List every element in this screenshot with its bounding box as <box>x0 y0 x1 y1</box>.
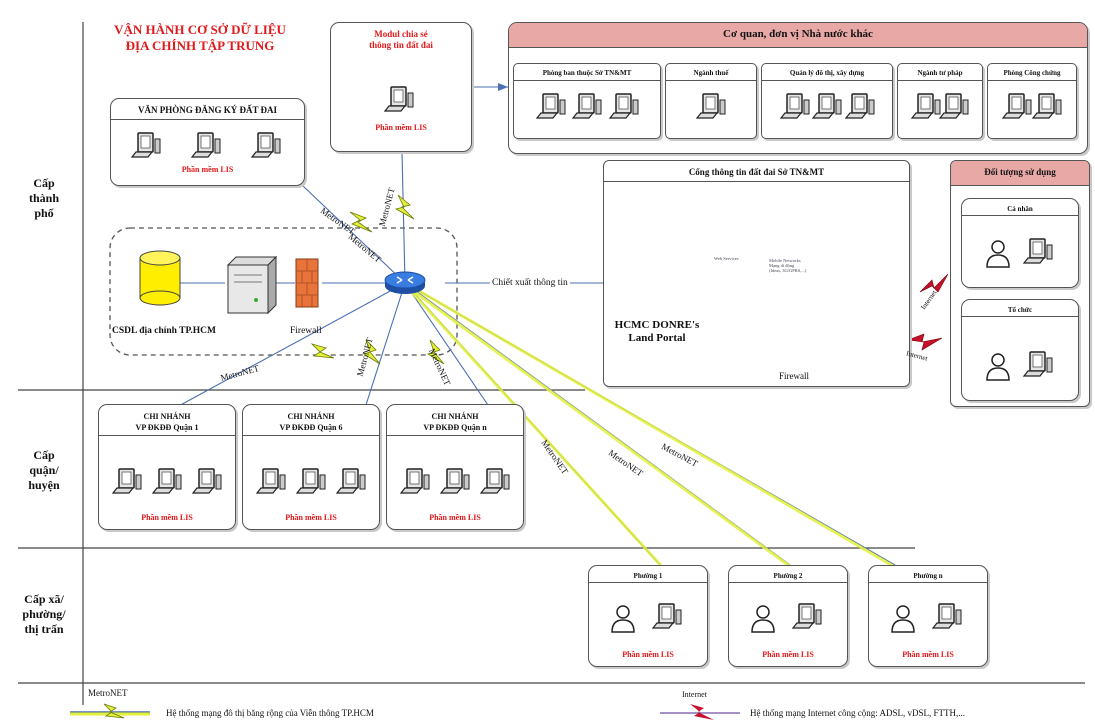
agency-title-1: Phòng ban thuộc Sở TN&MT <box>542 69 632 77</box>
agency-divider-4 <box>898 80 982 81</box>
agency-computers-icon-1 <box>536 93 639 119</box>
branch-computers-icon-1 <box>112 468 222 494</box>
agency-divider-3 <box>762 80 892 81</box>
agency-computers-icon-4 <box>911 93 969 119</box>
ward-divider-2 <box>729 582 847 583</box>
agency-divider-1 <box>514 80 660 81</box>
modul-computer-icon <box>384 86 414 112</box>
organization-label: Tổ chức <box>1007 306 1033 314</box>
vpdk-title: VĂN PHÒNG ĐĂNG KÝ ĐẤT ĐAI <box>137 105 278 115</box>
branch-computers-icon-3 <box>400 468 510 494</box>
ward-user-computer-icon-1 <box>611 603 682 633</box>
agency-title-3: Quản lý đô thị, xây dựng <box>789 69 865 77</box>
branch-title-2: CHI NHÁNH VP ĐKĐĐ Quận 6 <box>243 411 379 433</box>
organization-user-computer-icon <box>986 351 1053 381</box>
ward-title-2: Phường 2 <box>773 572 803 580</box>
ward-box-3: Phường n Phần mềm LIS <box>868 565 988 667</box>
agency-box-4: Ngành tư pháp <box>897 63 983 139</box>
branch-title-line2-2: VP ĐKĐĐ Quận 6 <box>279 423 343 432</box>
agency-computers-icon-5 <box>1002 93 1062 119</box>
branch-title-line1-1: CHI NHÁNH <box>143 412 191 421</box>
user-individual-box: Cá nhân <box>961 198 1079 288</box>
diagram-title: VẬN HÀNH CƠ SỞ DỮ LIỆU ĐỊA CHÍNH TẬP TRU… <box>114 22 286 53</box>
branch-divider-3 <box>387 435 523 436</box>
export-info-label: Chiết xuất thông tin <box>490 278 570 288</box>
agency-title-4: Ngành tư pháp <box>917 69 963 77</box>
central-database-icon <box>139 250 181 306</box>
branch-software-label-2: Phần mềm LIS <box>285 513 337 522</box>
user-organization-box: Tổ chức <box>961 299 1079 401</box>
ward-software-label-2: Phần mềm LIS <box>762 650 814 659</box>
central-firewall-label: Firewall <box>290 326 322 336</box>
modul-software-label: Phần mềm LIS <box>375 123 427 132</box>
central-database-label: CSDL địa chính TP.HCM <box>112 326 217 336</box>
level-label-ward: Cấp xã/phường/thị trấn <box>22 592 66 636</box>
users-group: Đối tượng sử dụng Cá nhân Tổ chức <box>950 160 1090 407</box>
central-router-icon <box>384 271 426 295</box>
agencies-title: Cơ quan, đơn vị Nhà nước khác <box>723 28 873 40</box>
branch-computers-icon-2 <box>256 468 366 494</box>
agency-computers-icon-2 <box>696 93 726 119</box>
branch-title-line2-1: VP ĐKĐĐ Quận 1 <box>135 423 199 432</box>
branch-divider-1 <box>99 435 235 436</box>
ward-title-1: Phường 1 <box>633 572 663 580</box>
legend-metronet-icon <box>70 703 150 719</box>
ward-user-computer-icon-2 <box>751 603 822 633</box>
agency-title-5: Phòng Công chứng <box>1003 69 1061 77</box>
users-title: Đối tượng sử dụng <box>984 167 1056 177</box>
agency-divider-2 <box>666 80 756 81</box>
agency-box-3: Quản lý đô thị, xây dựng <box>761 63 893 139</box>
central-firewall-icon <box>295 258 319 308</box>
agency-divider-5 <box>988 80 1076 81</box>
branch-divider-2 <box>243 435 379 436</box>
vpdk-computers-icon <box>131 132 281 158</box>
ward-software-label-1: Phần mềm LIS <box>622 650 674 659</box>
legend-metronet-title: MetroNET <box>88 688 128 698</box>
legend-internet-icon <box>660 704 740 720</box>
ward-box-1: Phường 1 Phần mềm LIS <box>588 565 708 667</box>
agency-title-2: Ngành thuế <box>693 69 729 77</box>
ward-divider-1 <box>589 582 707 583</box>
branch-title-3: CHI NHÁNH VP ĐKĐĐ Quận n <box>387 411 523 433</box>
portal-title: Cổng thông tin đất đai Sở TN&MT <box>688 167 825 177</box>
agency-computers-icon-3 <box>780 93 875 119</box>
land-portal-group: Cổng thông tin đất đai Sở TN&MT Web Serv… <box>603 160 910 387</box>
web-services-label: Web Services <box>714 256 739 261</box>
agency-box-2: Ngành thuế <box>665 63 757 139</box>
individual-label: Cá nhân <box>1007 205 1033 213</box>
branch-title-line1-3: CHI NHÁNH <box>431 412 479 421</box>
central-cluster-boundary <box>109 227 458 356</box>
ward-software-label-3: Phần mềm LIS <box>902 650 954 659</box>
legend-internet-description: Hệ thống mạng Internet công cộng: ADSL, … <box>750 708 965 718</box>
branch-title-1: CHI NHÁNH VP ĐKĐĐ Quận 1 <box>99 411 235 433</box>
central-server-icon <box>226 255 278 315</box>
legend-metronet-description: Hệ thống mạng đô thị băng rộng của Viễn … <box>166 708 374 718</box>
vpdk-box: VĂN PHÒNG ĐĂNG KÝ ĐẤT ĐAI Phần mềm LIS <box>110 98 305 186</box>
branch-title-line1-2: CHI NHÁNH <box>287 412 335 421</box>
individual-user-computer-icon <box>986 238 1053 268</box>
agency-box-1: Phòng ban thuộc Sở TN&MT <box>513 63 661 139</box>
branch-box-2: CHI NHÁNH VP ĐKĐĐ Quận 6 Phần mềm LIS <box>242 404 380 530</box>
ward-box-2: Phường 2 Phần mềm LIS <box>728 565 848 667</box>
branch-software-label-3: Phần mềm LIS <box>429 513 481 522</box>
branch-box-3: CHI NHÁNH VP ĐKĐĐ Quận n Phần mềm LIS <box>386 404 524 530</box>
ward-divider-3 <box>869 582 987 583</box>
agencies-group: Cơ quan, đơn vị Nhà nước khác Phòng ban … <box>508 22 1088 154</box>
branch-title-line2-3: VP ĐKĐĐ Quận n <box>423 423 487 432</box>
ward-title-3: Phường n <box>913 572 943 580</box>
agency-box-5: Phòng Công chứng <box>987 63 1077 139</box>
ward-user-computer-icon-3 <box>891 603 962 633</box>
branch-box-1: CHI NHÁNH VP ĐKĐĐ Quận 1 Phần mềm LIS <box>98 404 236 530</box>
legend-internet-title: Internet <box>682 690 707 699</box>
vpdk-software-label: Phần mềm LIS <box>181 165 234 174</box>
branch-software-label-1: Phần mềm LIS <box>141 513 193 522</box>
portal-firewall-label: Firewall <box>779 371 809 381</box>
